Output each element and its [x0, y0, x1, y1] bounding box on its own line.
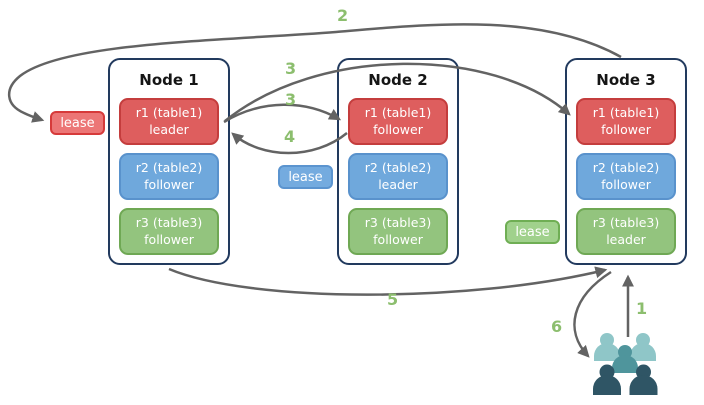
- arrow-step3-leader-to-node2-follower: [223, 103, 342, 124]
- node-1-box: Node 1 r1 (table1) leader r2 (table2) fo…: [108, 58, 230, 265]
- arrow-step2-node3-to-leaseholder: [8, 23, 622, 123]
- node-3-box: Node 3 r1 (table1) follower r2 (table2) …: [565, 58, 687, 265]
- node-1-title: Node 1: [139, 71, 199, 89]
- step-label-2: 2: [337, 6, 349, 25]
- node-2-title: Node 2: [368, 71, 428, 89]
- step-label-1: 1: [636, 299, 648, 318]
- replica-n2-r1: r1 (table1) follower: [348, 98, 448, 145]
- replica-role: leader: [378, 176, 418, 192]
- replica-role: follower: [373, 121, 423, 137]
- replica-name: r2 (table2): [135, 160, 203, 176]
- replica-role: follower: [601, 121, 651, 137]
- replica-name: r1 (table1): [364, 105, 432, 121]
- replica-role: follower: [601, 176, 651, 192]
- replica-name: r2 (table2): [364, 160, 432, 176]
- step-label-5: 5: [387, 290, 399, 309]
- lease-badge-table3: lease: [505, 220, 560, 244]
- node-3-title: Node 3: [596, 71, 656, 89]
- replica-name: r3 (table3): [364, 215, 432, 231]
- replica-n1-r3: r3 (table3) follower: [119, 208, 219, 255]
- step-label-4: 4: [284, 127, 296, 146]
- node-2-box: Node 2 r1 (table1) follower r2 (table2) …: [337, 58, 459, 265]
- replica-n1-r2: r2 (table2) follower: [119, 153, 219, 200]
- replica-role: leader: [606, 231, 646, 247]
- replica-n3-r1: r1 (table1) follower: [576, 98, 676, 145]
- replica-n3-r3: r3 (table3) leader: [576, 208, 676, 255]
- replica-n2-r2: r2 (table2) leader: [348, 153, 448, 200]
- replica-n2-r3: r3 (table3) follower: [348, 208, 448, 255]
- replica-n3-r2: r2 (table2) follower: [576, 153, 676, 200]
- step-label-6: 6: [551, 317, 563, 336]
- replica-role: follower: [144, 176, 194, 192]
- users-icon: [593, 333, 658, 395]
- replica-name: r1 (table1): [592, 105, 660, 121]
- replica-name: r1 (table1): [135, 105, 203, 121]
- lease-badge-table1: lease: [50, 111, 105, 135]
- replica-name: r3 (table3): [135, 215, 203, 231]
- step-label-3a: 3: [285, 59, 297, 78]
- replica-name: r3 (table3): [592, 215, 660, 231]
- replica-role: leader: [149, 121, 189, 137]
- lease-badge-table2: lease: [278, 165, 333, 189]
- replica-role: follower: [373, 231, 423, 247]
- step-label-3b: 3: [285, 90, 297, 109]
- replica-name: r2 (table2): [592, 160, 660, 176]
- replica-n1-r1: r1 (table1) leader: [119, 98, 219, 145]
- replica-role: follower: [144, 231, 194, 247]
